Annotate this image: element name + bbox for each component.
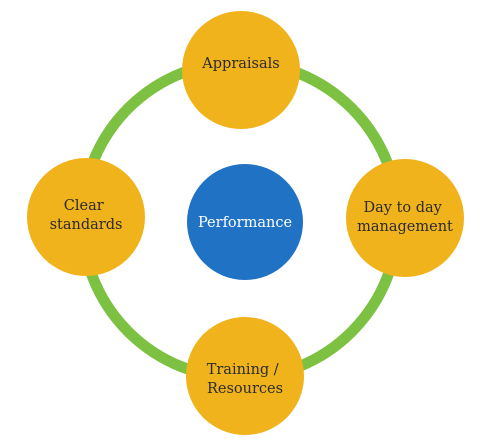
node-clear-standards-label: Clear standards <box>50 198 123 233</box>
node-day-to-day-management-circle <box>346 159 464 277</box>
node-appraisals-circle <box>182 11 300 129</box>
node-training-resources: Training / Resources <box>186 317 304 435</box>
node-appraisals-label-line-1: Appraisals <box>201 56 279 72</box>
node-appraisals: Appraisals <box>182 11 300 129</box>
node-clear-standards-label-line-1: Clear <box>64 198 104 214</box>
node-appraisals-label: Appraisals <box>201 56 279 72</box>
node-clear-standards-circle <box>27 158 145 276</box>
center-node-label: Performance <box>198 215 292 231</box>
node-day-to-day-management: Day to day management <box>346 159 464 277</box>
node-day-to-day-management-label-line-1: Day to day <box>364 200 443 216</box>
node-day-to-day-management-label-line-2: management <box>357 219 453 235</box>
node-clear-standards: Clear standards <box>27 158 145 276</box>
node-training-resources-label-line-2: Resources <box>207 381 283 397</box>
node-training-resources-circle <box>186 317 304 435</box>
center-node: Performance <box>187 164 303 280</box>
center-node-circle <box>187 164 303 280</box>
node-training-resources-label-line-1: Training / <box>207 362 279 378</box>
node-day-to-day-management-label: Day to day management <box>357 200 453 235</box>
node-training-resources-label: Training / Resources <box>207 362 284 397</box>
node-clear-standards-label-line-2: standards <box>50 217 123 233</box>
